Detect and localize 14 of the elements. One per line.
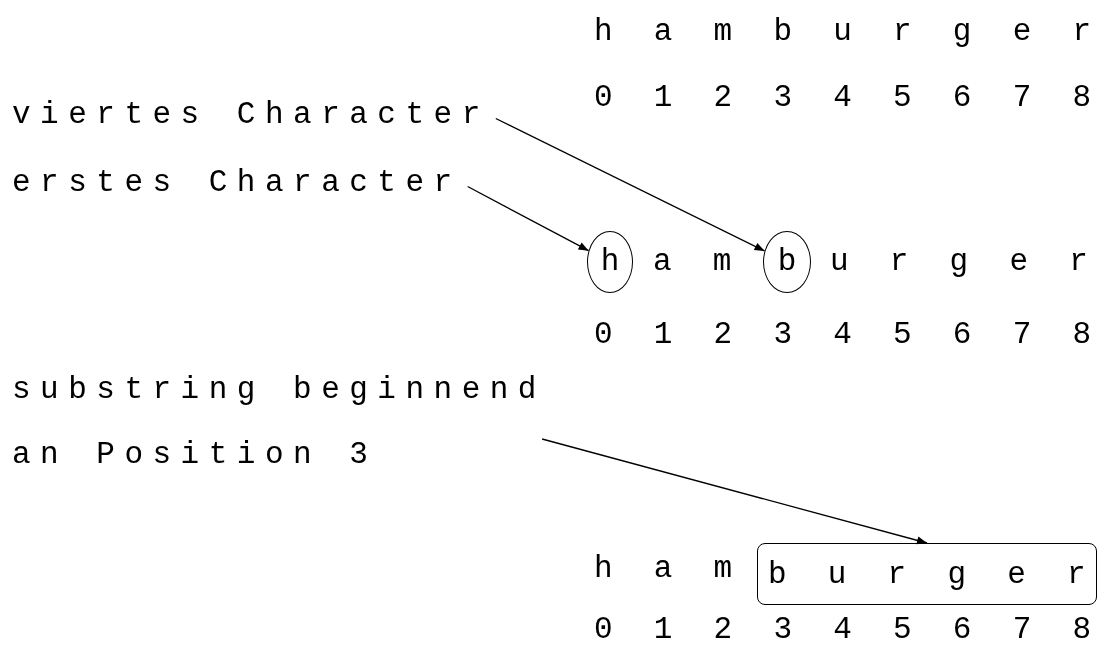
character-row: 0 1 2 3 4 5 6 7 8 xyxy=(594,612,1100,648)
arrow xyxy=(467,185,590,252)
annotation-text: substring beginnend an Position 3 xyxy=(12,357,582,487)
character-row: h a m xyxy=(594,551,744,587)
rounded-substring-box: b u r g e r xyxy=(757,543,1097,605)
character-row: h a m b u r g e r xyxy=(594,14,1100,50)
annotation-text: erstes Character xyxy=(12,150,462,215)
annotation-text: viertes Character xyxy=(12,82,490,147)
arrow xyxy=(541,438,928,545)
character-row: 0 1 2 3 4 5 6 7 8 xyxy=(594,317,1100,353)
character-row: a m xyxy=(653,244,743,280)
character-row: u r g e r xyxy=(830,244,1100,280)
arrow xyxy=(495,117,766,252)
character-row: 0 1 2 3 4 5 6 7 8 xyxy=(594,80,1100,116)
